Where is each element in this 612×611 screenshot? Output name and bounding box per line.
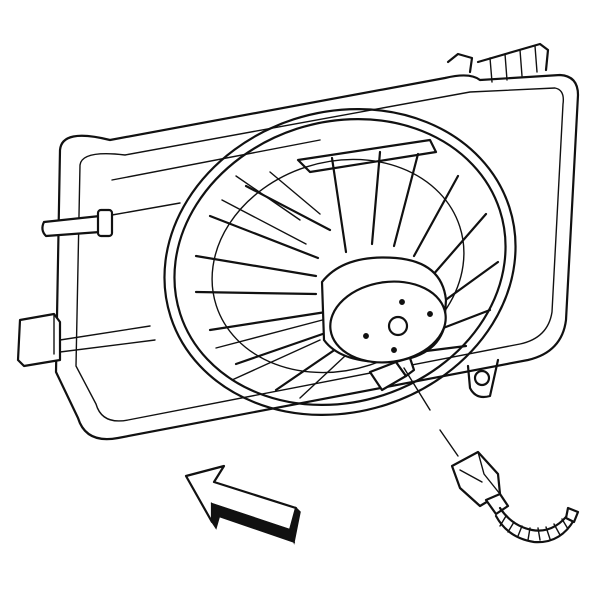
fan-blade-assembly [163, 108, 517, 416]
fan-motor [320, 256, 448, 364]
direction-arrow [184, 464, 301, 545]
mounting-pin [41, 208, 114, 238]
motor-connector [368, 356, 459, 457]
wire-harness-connector [450, 450, 580, 544]
fan-shroud-frame [54, 42, 580, 441]
side-connector [16, 312, 156, 368]
